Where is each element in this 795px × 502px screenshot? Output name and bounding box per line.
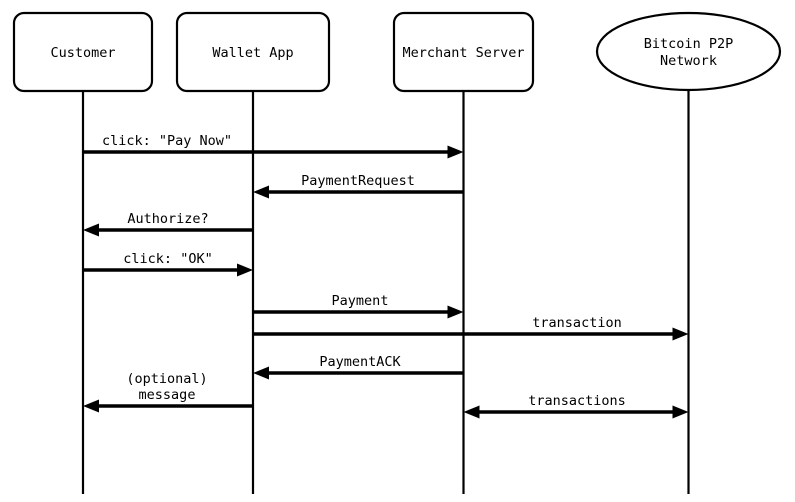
message-payment-request: PaymentRequest [253,173,464,199]
participant-label-merchant-server: Merchant Server [403,45,525,61]
message-label-click-pay-now: click: "Pay Now" [102,133,232,149]
arrowhead-icon [672,327,689,341]
message-label-payment-ack: PaymentACK [319,354,401,370]
message-label-transactions: transactions [528,393,626,409]
message-label-transaction: transaction [532,315,621,331]
message-label-optional-message: (optional)message [126,371,207,403]
message-label-authorize: Authorize? [127,211,208,227]
message-click-pay-now: click: "Pay Now" [83,133,464,159]
arrowhead-icon [237,263,253,277]
participant-wallet-app: Wallet App [175,11,331,93]
participant-label-wallet-app: Wallet App [212,45,293,61]
message-payment-ack: PaymentACK [253,354,464,380]
participant-merchant-server: Merchant Server [392,11,535,93]
message-label-payment-request: PaymentRequest [301,173,415,189]
message-click-ok: click: "OK" [83,251,253,277]
participant-shape-customer [12,11,154,93]
participant-shape-wallet-app [175,11,331,93]
arrowhead-icon [253,185,269,199]
message-optional-message: (optional)message [83,371,253,413]
participant-shape-merchant-server [392,11,535,93]
message-label-payment: Payment [332,293,389,309]
arrowhead-icon [447,145,464,159]
message-label-click-ok: click: "OK" [123,251,212,267]
participant-customer: Customer [12,11,154,93]
arrowhead-icon [83,223,99,237]
message-authorize: Authorize? [83,211,253,237]
message-payment: Payment [253,293,464,319]
arrowhead-icon [463,405,480,419]
message-transaction: transaction [253,315,689,341]
message-transactions: transactions [463,393,689,419]
participant-shape-bitcoin-p2p-network [595,11,782,92]
arrowhead-icon [672,405,689,419]
arrowhead-icon [83,399,99,413]
arrowhead-icon [447,305,464,319]
arrowhead-icon [253,366,269,380]
participant-label-customer: Customer [50,45,115,61]
